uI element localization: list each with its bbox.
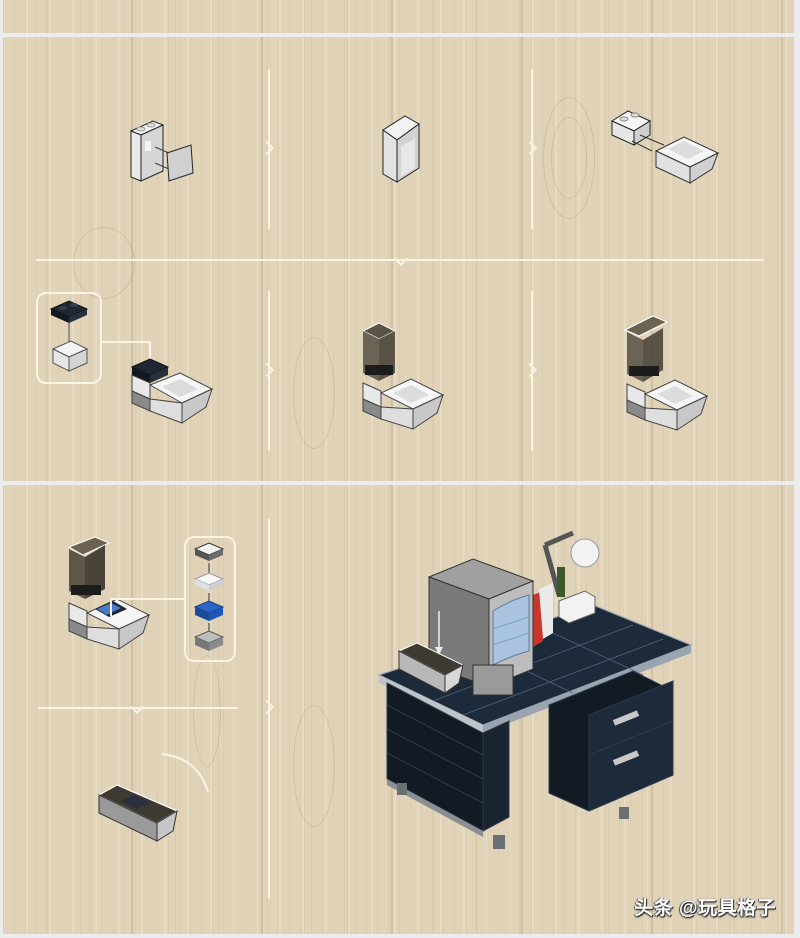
instruction-panel-2: 头条 @玩具格子 — [3, 485, 794, 934]
step-8-closed-scanner-illustration — [97, 784, 179, 842]
row-divider — [36, 259, 764, 261]
step-2-slope-tile-illustration — [382, 115, 420, 183]
wood-knot — [293, 705, 335, 827]
instruction-panel-1 — [3, 37, 794, 481]
watermark-text: 头条 @玩具格子 — [634, 898, 776, 919]
step-4-callout-parts-illustration — [49, 300, 89, 372]
wood-knot — [543, 97, 595, 219]
row-divider — [38, 707, 238, 709]
step-7-callout-box — [184, 536, 236, 662]
chevron-right-icon — [522, 362, 538, 378]
wood-knot — [293, 337, 335, 449]
step-divider — [268, 291, 270, 451]
step-divider — [531, 69, 533, 229]
step-9-final-desk-illustration — [377, 530, 693, 849]
step-7-callout-stack-illustration — [193, 542, 225, 651]
chevron-right-icon — [522, 140, 538, 156]
callout-leader-line — [110, 598, 112, 616]
step-1-window-frame-illustration — [129, 120, 194, 182]
chevron-down-icon — [129, 699, 145, 715]
chevron-down-icon — [393, 251, 409, 267]
callout-leader-line — [111, 598, 184, 600]
rotate-arrow-icon — [161, 753, 209, 793]
callout-leader-line — [100, 341, 150, 343]
step-4-callout-box — [36, 292, 102, 384]
wood-knot — [551, 117, 587, 199]
desk-lamp — [542, 530, 600, 597]
step-3-bracket-tray-illustration — [610, 110, 720, 184]
step-divider — [268, 519, 270, 899]
step-divider — [531, 291, 533, 451]
step-5-assembly-illustration — [361, 322, 445, 430]
top-wood-strip — [3, 0, 794, 33]
wood-knot — [193, 655, 221, 767]
step-4-assembly-illustration — [130, 358, 214, 424]
step-6-assembly-illustration — [623, 315, 709, 431]
chevron-right-icon — [259, 699, 275, 715]
step-7-scanner-assembly-illustration — [67, 536, 151, 650]
step-divider — [268, 69, 270, 229]
chevron-right-icon — [259, 140, 275, 156]
chevron-right-icon — [259, 362, 275, 378]
wood-knot — [73, 227, 135, 299]
callout-leader-line — [149, 341, 151, 359]
